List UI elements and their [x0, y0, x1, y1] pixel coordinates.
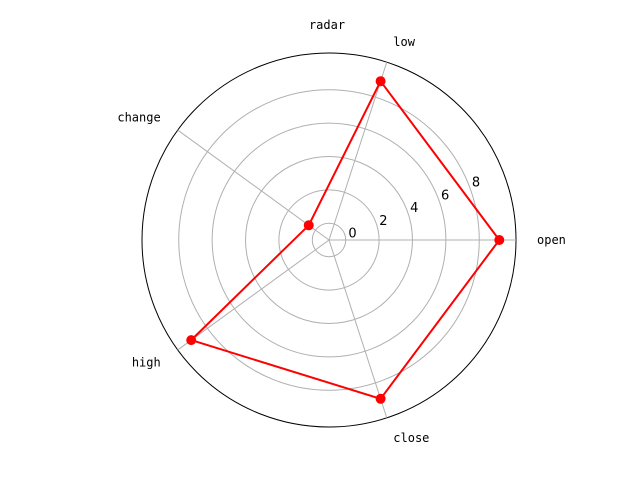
data-point-high: [186, 335, 197, 346]
series-line-0: [189, 79, 501, 400]
radar-axes: [177, 61, 516, 419]
radial-tick-label-8: 8: [472, 175, 480, 190]
spoke-change: [177, 129, 330, 241]
spoke-close: [328, 239, 388, 419]
radial-tick-label-6: 6: [441, 188, 449, 203]
radial-tick-label-0: 0: [348, 227, 356, 242]
radial-tick-label-4: 4: [410, 201, 418, 216]
category-label-change: change: [117, 111, 160, 125]
radial-ticks: 0 2 4 6 8: [348, 175, 480, 241]
spoke-low: [328, 61, 388, 241]
spoke-high: [177, 239, 330, 351]
category-label-open: open: [537, 233, 566, 247]
data-point-low: [375, 76, 386, 87]
category-label-high: high: [132, 355, 161, 369]
data-point-close: [375, 393, 386, 404]
radar-series: [186, 76, 505, 404]
radial-tick-label-2: 2: [379, 214, 387, 229]
data-point-change: [303, 220, 314, 231]
data-point-open: [494, 235, 505, 245]
category-label-low: low: [393, 35, 415, 49]
category-labels: open low change high close: [117, 35, 566, 445]
chart-title: radar: [309, 18, 345, 32]
category-label-close: close: [393, 431, 429, 445]
